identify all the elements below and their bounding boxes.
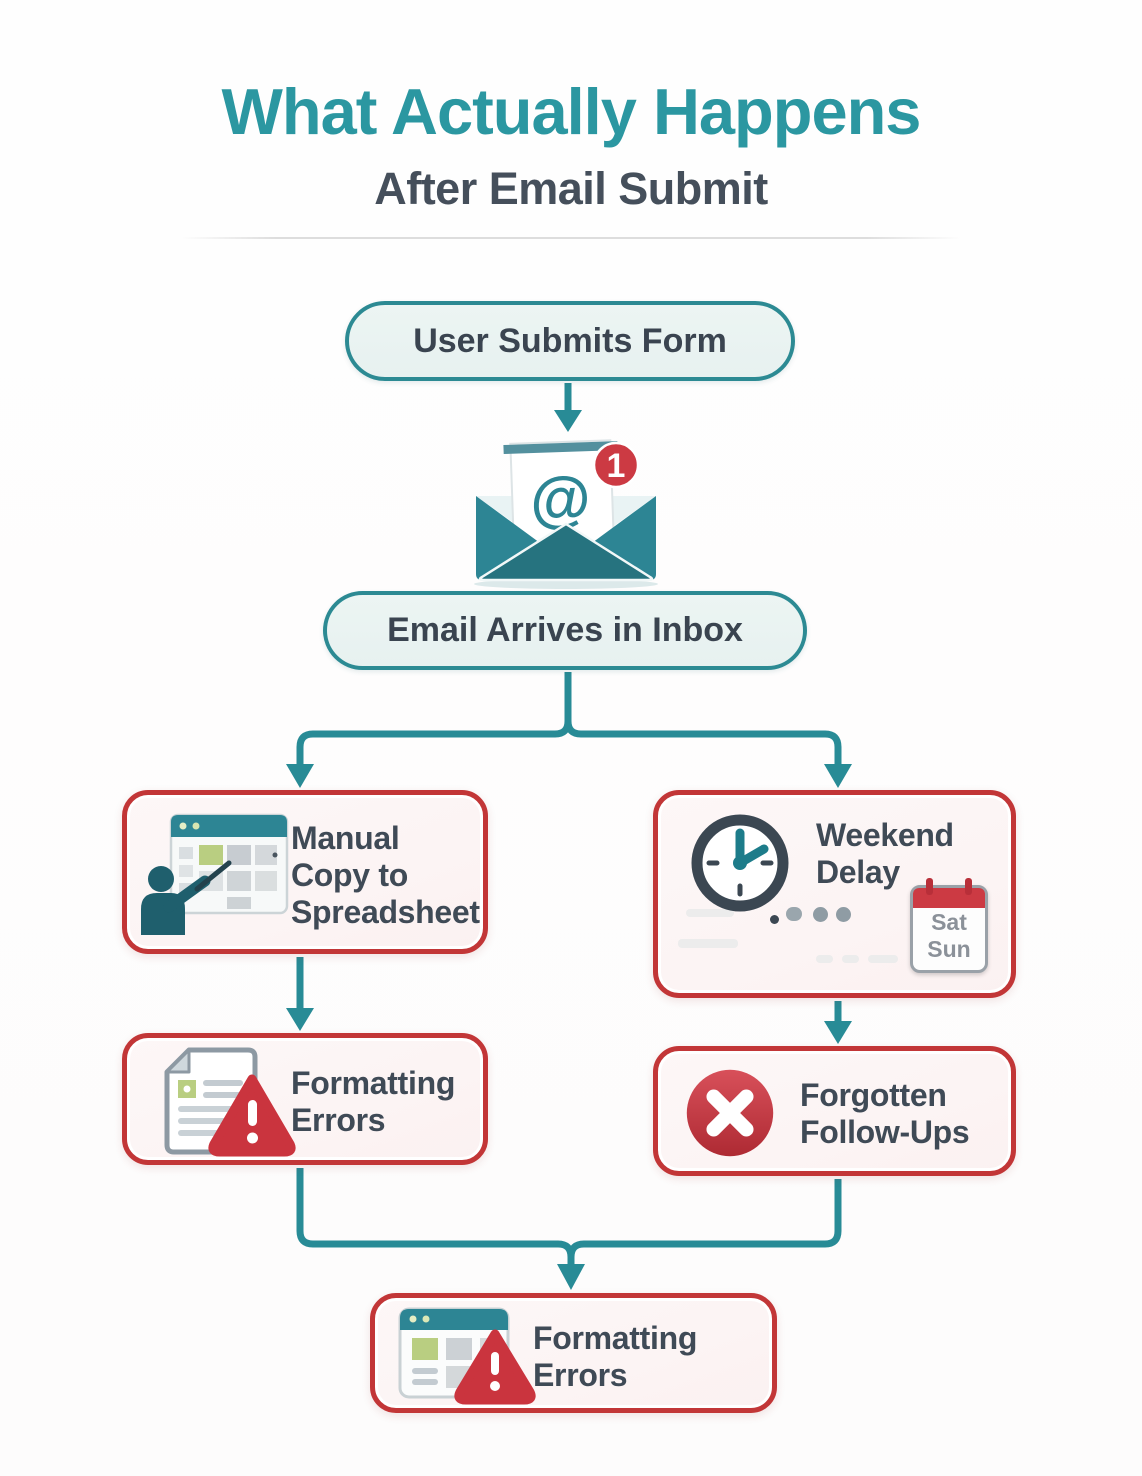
badge-count: 1 bbox=[607, 447, 626, 485]
node-formatting-errors-result: Formatting Errors bbox=[370, 1293, 777, 1413]
node-label: Weekend Delay bbox=[816, 817, 954, 891]
arrowhead bbox=[824, 1021, 852, 1044]
connector-inbox-branch-left bbox=[296, 672, 572, 766]
page-title: What Actually Happens bbox=[221, 75, 922, 148]
arrowhead bbox=[286, 1008, 314, 1031]
page-subtitle: After Email Submit bbox=[374, 163, 768, 214]
connector-inbox-branch-right bbox=[564, 672, 842, 766]
calendar-peg bbox=[926, 878, 933, 895]
delay-dot bbox=[770, 915, 779, 924]
node-label: Manual Copy to Spreadsheet bbox=[291, 820, 480, 931]
header-divider bbox=[182, 237, 960, 239]
node-label: Formatting Errors bbox=[291, 1065, 456, 1139]
warning-triangle-icon bbox=[208, 1074, 296, 1157]
node-forgotten-followups: Forgotten Follow-Ups bbox=[653, 1046, 1016, 1176]
connector-merge-right bbox=[567, 1179, 842, 1264]
calendar-icon: Sat Sun bbox=[910, 878, 988, 973]
speed-line bbox=[678, 939, 738, 948]
arrowhead bbox=[554, 410, 582, 432]
at-symbol-icon: @ bbox=[529, 464, 592, 535]
spreadsheet-person-icon bbox=[141, 813, 289, 935]
clock-icon bbox=[691, 814, 789, 912]
node-label: User Submits Form bbox=[413, 321, 727, 360]
delay-dot bbox=[786, 907, 802, 921]
speed-line bbox=[686, 909, 734, 917]
browser-warning-icon bbox=[398, 1307, 536, 1405]
speed-line bbox=[842, 955, 859, 963]
error-x-icon bbox=[686, 1069, 774, 1157]
arrowhead bbox=[286, 764, 314, 788]
node-email-arrives-inbox: Email Arrives in Inbox bbox=[323, 591, 807, 670]
speed-line bbox=[868, 955, 898, 963]
speed-line bbox=[816, 955, 833, 963]
calendar-header bbox=[913, 888, 985, 908]
calendar-days: Sat Sun bbox=[927, 909, 971, 963]
delay-dot bbox=[836, 907, 851, 922]
delay-dot bbox=[813, 907, 828, 922]
node-user-submits-form: User Submits Form bbox=[345, 301, 795, 381]
document-warning-icon bbox=[164, 1047, 296, 1157]
arrowhead bbox=[824, 764, 852, 788]
arrowhead bbox=[557, 1264, 585, 1290]
node-label: Forgotten Follow-Ups bbox=[800, 1077, 970, 1151]
node-label: Formatting Errors bbox=[533, 1320, 698, 1394]
calendar-peg bbox=[965, 878, 972, 895]
connector-merge-left bbox=[296, 1168, 575, 1264]
node-weekend-delay: Weekend Delay Sat Sun bbox=[653, 790, 1016, 998]
open-envelope-icon: @ 1 bbox=[460, 430, 672, 592]
warning-triangle-icon bbox=[454, 1329, 536, 1405]
node-manual-copy-spreadsheet: Manual Copy to Spreadsheet bbox=[122, 790, 488, 954]
node-formatting-errors: Formatting Errors bbox=[122, 1033, 488, 1165]
node-label: Email Arrives in Inbox bbox=[387, 611, 743, 649]
notification-badge: 1 bbox=[592, 441, 640, 489]
